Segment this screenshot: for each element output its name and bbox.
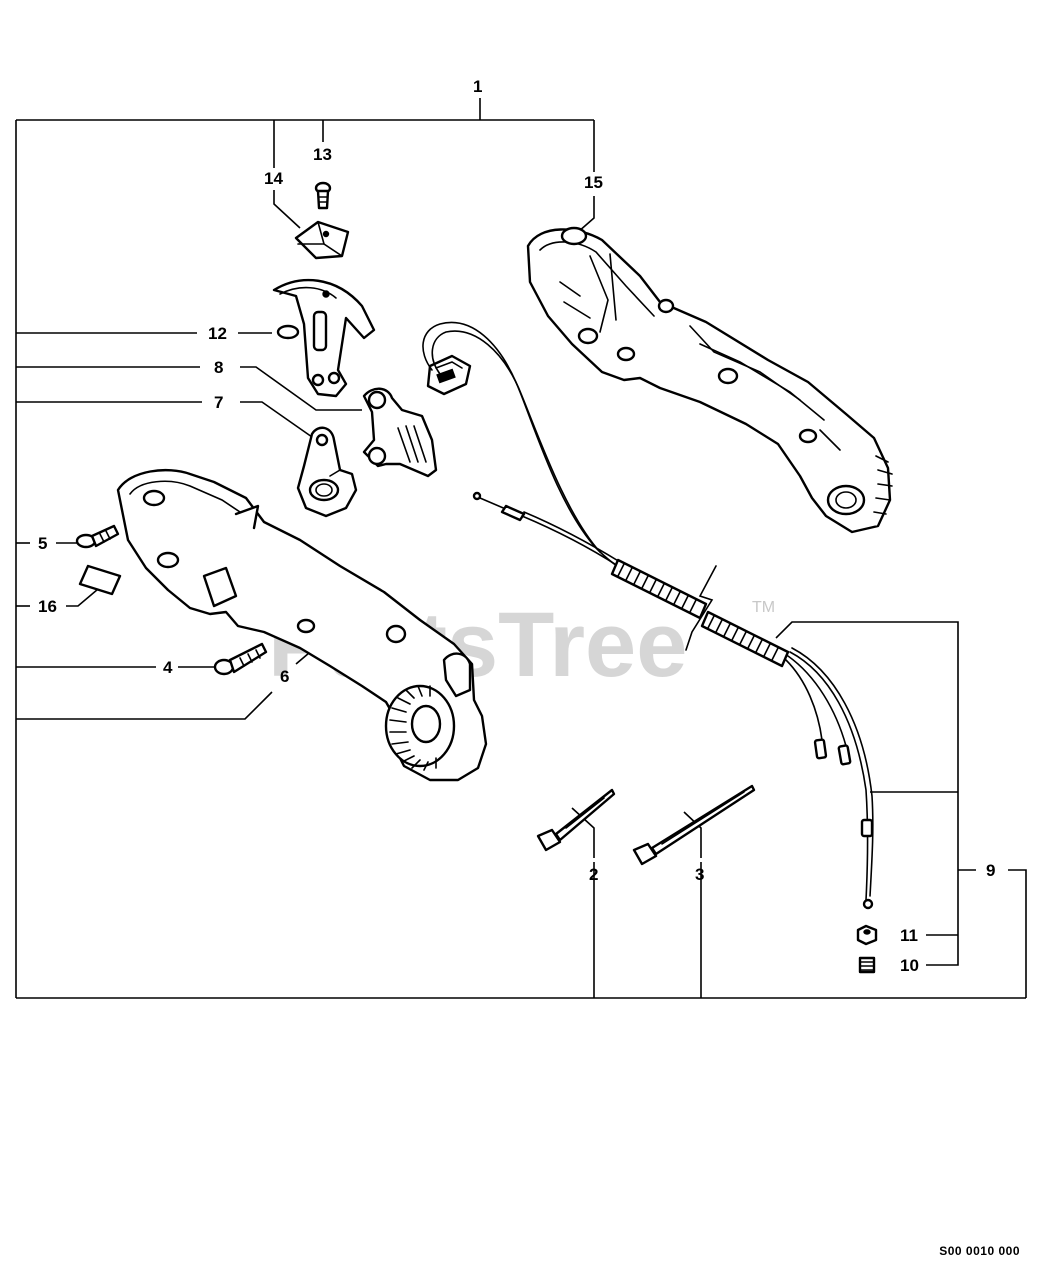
part-15-right-handle-half — [526, 226, 893, 534]
callout-6: 6 — [280, 667, 289, 686]
part-9-throttle-cable — [472, 491, 621, 567]
part-4-screw — [213, 642, 268, 676]
stop-switch — [426, 354, 472, 396]
callout-10: 10 — [900, 956, 919, 975]
left-leader-lines — [16, 190, 362, 720]
part-16-decal — [78, 564, 122, 596]
callout-15: 15 — [584, 173, 603, 192]
callout-9: 9 — [986, 861, 995, 880]
callout-8: 8 — [214, 358, 223, 377]
part-2-cable-tie — [536, 788, 616, 852]
callout-2: 2 — [589, 865, 598, 884]
part-8-lockout-lever — [362, 387, 438, 478]
part-10-set-screw — [858, 956, 876, 974]
callout-1: 1 — [473, 77, 482, 96]
callout-12: 12 — [208, 324, 227, 343]
switch-wires — [422, 321, 625, 571]
part-14-clip — [294, 220, 350, 260]
watermark-trademark: TM — [752, 599, 775, 616]
cable-spring-coil — [610, 558, 790, 668]
assembly-bracket-lines — [15, 98, 1026, 999]
part-7-throttle-stop — [296, 426, 358, 518]
callout-16: 16 — [38, 597, 57, 616]
part-6-left-handle-half — [116, 468, 488, 782]
part-11-nut — [856, 924, 878, 946]
right-leader-lines — [571, 196, 1027, 998]
harness-wires — [785, 647, 874, 910]
callout-4: 4 — [163, 658, 173, 677]
callout-7: 7 — [214, 393, 223, 412]
callout-14: 14 — [264, 169, 283, 188]
diagram-document-number: S00 0010 000 — [939, 1244, 1020, 1258]
callout-13: 13 — [313, 145, 332, 164]
part-5-screw — [75, 524, 120, 549]
knurled-dial — [384, 684, 456, 771]
callout-labels: 1 13 14 15 12 8 7 5 16 4 6 2 3 9 11 10 — [38, 77, 995, 975]
part-13-screw — [314, 181, 332, 210]
callout-5: 5 — [38, 534, 47, 553]
callout-3: 3 — [695, 865, 704, 884]
part-3-cable-tie — [632, 784, 756, 866]
callout-11: 11 — [900, 926, 918, 945]
part-12-throttle-lever — [272, 278, 376, 398]
